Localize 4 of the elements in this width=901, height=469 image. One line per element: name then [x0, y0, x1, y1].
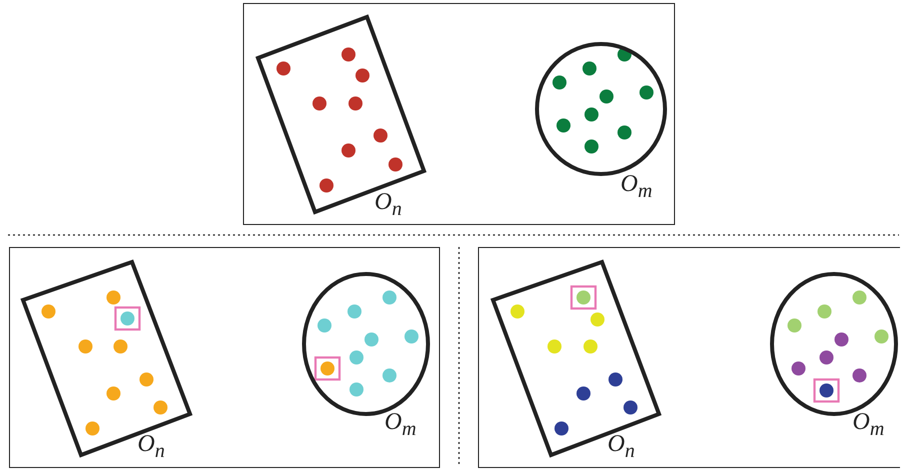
set-label: O$_{m}$	[620, 172, 652, 200]
set-label: O$_{m}$	[852, 410, 884, 438]
set-label: O$_{m}$	[384, 410, 416, 438]
ellipse-set	[534, 42, 668, 200]
